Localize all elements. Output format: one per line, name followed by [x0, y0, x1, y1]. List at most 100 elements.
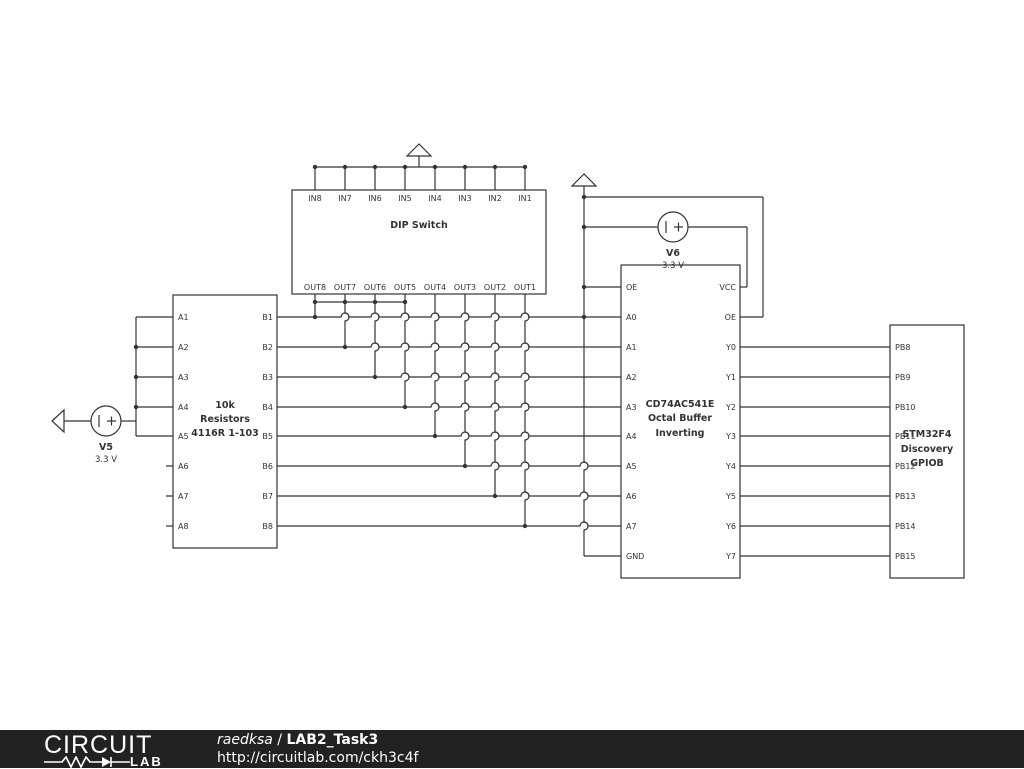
junction-dot: [342, 164, 348, 170]
buffer-ground-symbol: [570, 173, 598, 187]
junction-dot: [342, 344, 348, 350]
dip-pin-label: IN4: [428, 194, 441, 203]
stm32-board-body: [889, 324, 965, 579]
resistor-title-line-3: 4116R 1-103: [191, 428, 258, 439]
buffer-title-line-2: Octal Buffer: [648, 413, 712, 424]
stm32-pin-label: PB10: [895, 403, 916, 412]
dip-pin-label: OUT5: [394, 283, 416, 292]
dip-output-column: [494, 294, 500, 496]
dip-pin-label: IN5: [398, 194, 411, 203]
footer-bar: CIRCUIT LAB raedksa / LAB2_Task3 http://…: [0, 730, 1024, 769]
buffer-supply-bus: [583, 186, 589, 556]
buffer-pin-label: A1: [626, 343, 637, 352]
dip-switch-title: DIP Switch: [390, 220, 448, 231]
junction-dot: [402, 164, 408, 170]
resistor-pin-label: A7: [178, 492, 189, 501]
logo-resistor-icon: [44, 756, 130, 768]
dip-pin-label: OUT1: [514, 283, 536, 292]
buffer-pin-labels: OEA0A1A2A3A4A5A6A7GNDVCCOEY0Y1Y2Y3Y4Y5Y6…: [626, 283, 736, 561]
resistor-to-buffer-wire: [277, 312, 621, 318]
dip-pin-label: IN2: [488, 194, 501, 203]
junction-dot: [312, 314, 318, 320]
buffer-pin-label: A7: [626, 522, 637, 531]
junction-dot: [372, 164, 378, 170]
resistor-to-buffer-wire: [277, 461, 621, 467]
junction-dot: [432, 433, 438, 439]
junction-dot: [492, 164, 498, 170]
resistor-pin-label: B4: [262, 403, 273, 412]
resistor-title-line-2: Resistors: [200, 414, 250, 425]
buffer-pin-label: Y1: [725, 373, 736, 382]
resistor-to-buffer-wire: [277, 491, 621, 497]
junction-dot: [432, 164, 438, 170]
resistor-pin-label: B6: [262, 462, 273, 471]
dip-pin-label: OUT3: [454, 283, 476, 292]
resistor-pin-label: B8: [262, 522, 273, 531]
buffer-pin-label: A4: [626, 432, 637, 441]
buffer-pin-label: Y6: [725, 522, 736, 531]
dip-pin-label: IN8: [308, 194, 321, 203]
dip-pin-label: OUT8: [304, 283, 326, 292]
voltage-source-v6: [657, 211, 689, 243]
v5-source-symbol: [90, 405, 122, 437]
resistor-pin-label: B7: [262, 492, 273, 501]
dip-pin-label: OUT2: [484, 283, 506, 292]
junction-dot: [581, 284, 587, 290]
v6-source-symbol: [657, 211, 689, 243]
stm32-title-line-1: STM32F4: [902, 429, 951, 440]
junction-dot: [522, 523, 528, 529]
dip-output-column: [374, 294, 380, 377]
breadcrumb-separator: /: [272, 732, 287, 748]
buffer-pin-label: Y5: [725, 492, 736, 501]
dip-pin-label: OUT6: [364, 283, 386, 292]
stm32-pin-label: PB8: [895, 343, 910, 352]
dip-pin-label: OUT4: [424, 283, 446, 292]
resistor-pin-label: A5: [178, 432, 189, 441]
dip-pin-label: IN3: [458, 194, 471, 203]
junction-dot: [372, 299, 378, 305]
buffer-title-line-1: CD74AC541E: [646, 399, 715, 410]
circuitlab-logo[interactable]: CIRCUIT LAB: [44, 732, 184, 769]
resistor-to-buffer-wire: [277, 372, 621, 378]
buffer-pin-label: OE: [725, 313, 736, 322]
resistor-pin-label: B2: [262, 343, 273, 352]
junction-dot: [462, 463, 468, 469]
resistor-pin-label: A8: [178, 522, 189, 531]
buffer-ic-body: [620, 264, 741, 579]
voltage-source-v5: [51, 405, 122, 437]
resistor-to-buffer-wire: [277, 431, 621, 437]
junction-dot: [133, 404, 139, 410]
buffer-pin-label: A3: [626, 403, 637, 412]
v6-value-label: 3.3 V: [662, 261, 684, 271]
author-link[interactable]: raedksa: [217, 732, 273, 748]
stm32-title-line-2: Discovery: [901, 444, 954, 455]
breadcrumb: raedksa / LAB2_Task3: [217, 732, 378, 748]
stm32-pin-label: PB9: [895, 373, 910, 382]
wires: [64, 156, 890, 557]
resistor-pin-label: B1: [262, 313, 273, 322]
dip-pin-label: OUT7: [334, 283, 356, 292]
stm32-pin-label: PB11: [895, 432, 916, 441]
stm32-pin-label: PB13: [895, 492, 916, 501]
resistor-to-buffer-wire: [277, 342, 621, 348]
junction-dot: [402, 299, 408, 305]
v5-ground-arrow: [51, 408, 65, 434]
circuit-url-link[interactable]: http://circuitlab.com/ckh3c4f: [217, 750, 419, 766]
stm32-pin-label: PB12: [895, 462, 916, 471]
resistor-pin-label: B5: [262, 432, 273, 441]
dip-output-column: [464, 294, 470, 466]
dip-output-column: [524, 294, 530, 526]
v6-name-label: V6: [666, 248, 680, 259]
project-title[interactable]: LAB2_Task3: [286, 732, 379, 748]
junction-dot: [133, 374, 139, 380]
buffer-pin-label: VCC: [719, 283, 736, 292]
resistor-to-buffer-wire: [277, 402, 621, 408]
resistor-pin-label: B3: [262, 373, 273, 382]
junction-dots: [133, 164, 587, 529]
resistor-pin-label: A4: [178, 403, 189, 412]
resistor-to-buffer-wire: [277, 521, 621, 527]
dip-switch-body: [291, 189, 547, 295]
